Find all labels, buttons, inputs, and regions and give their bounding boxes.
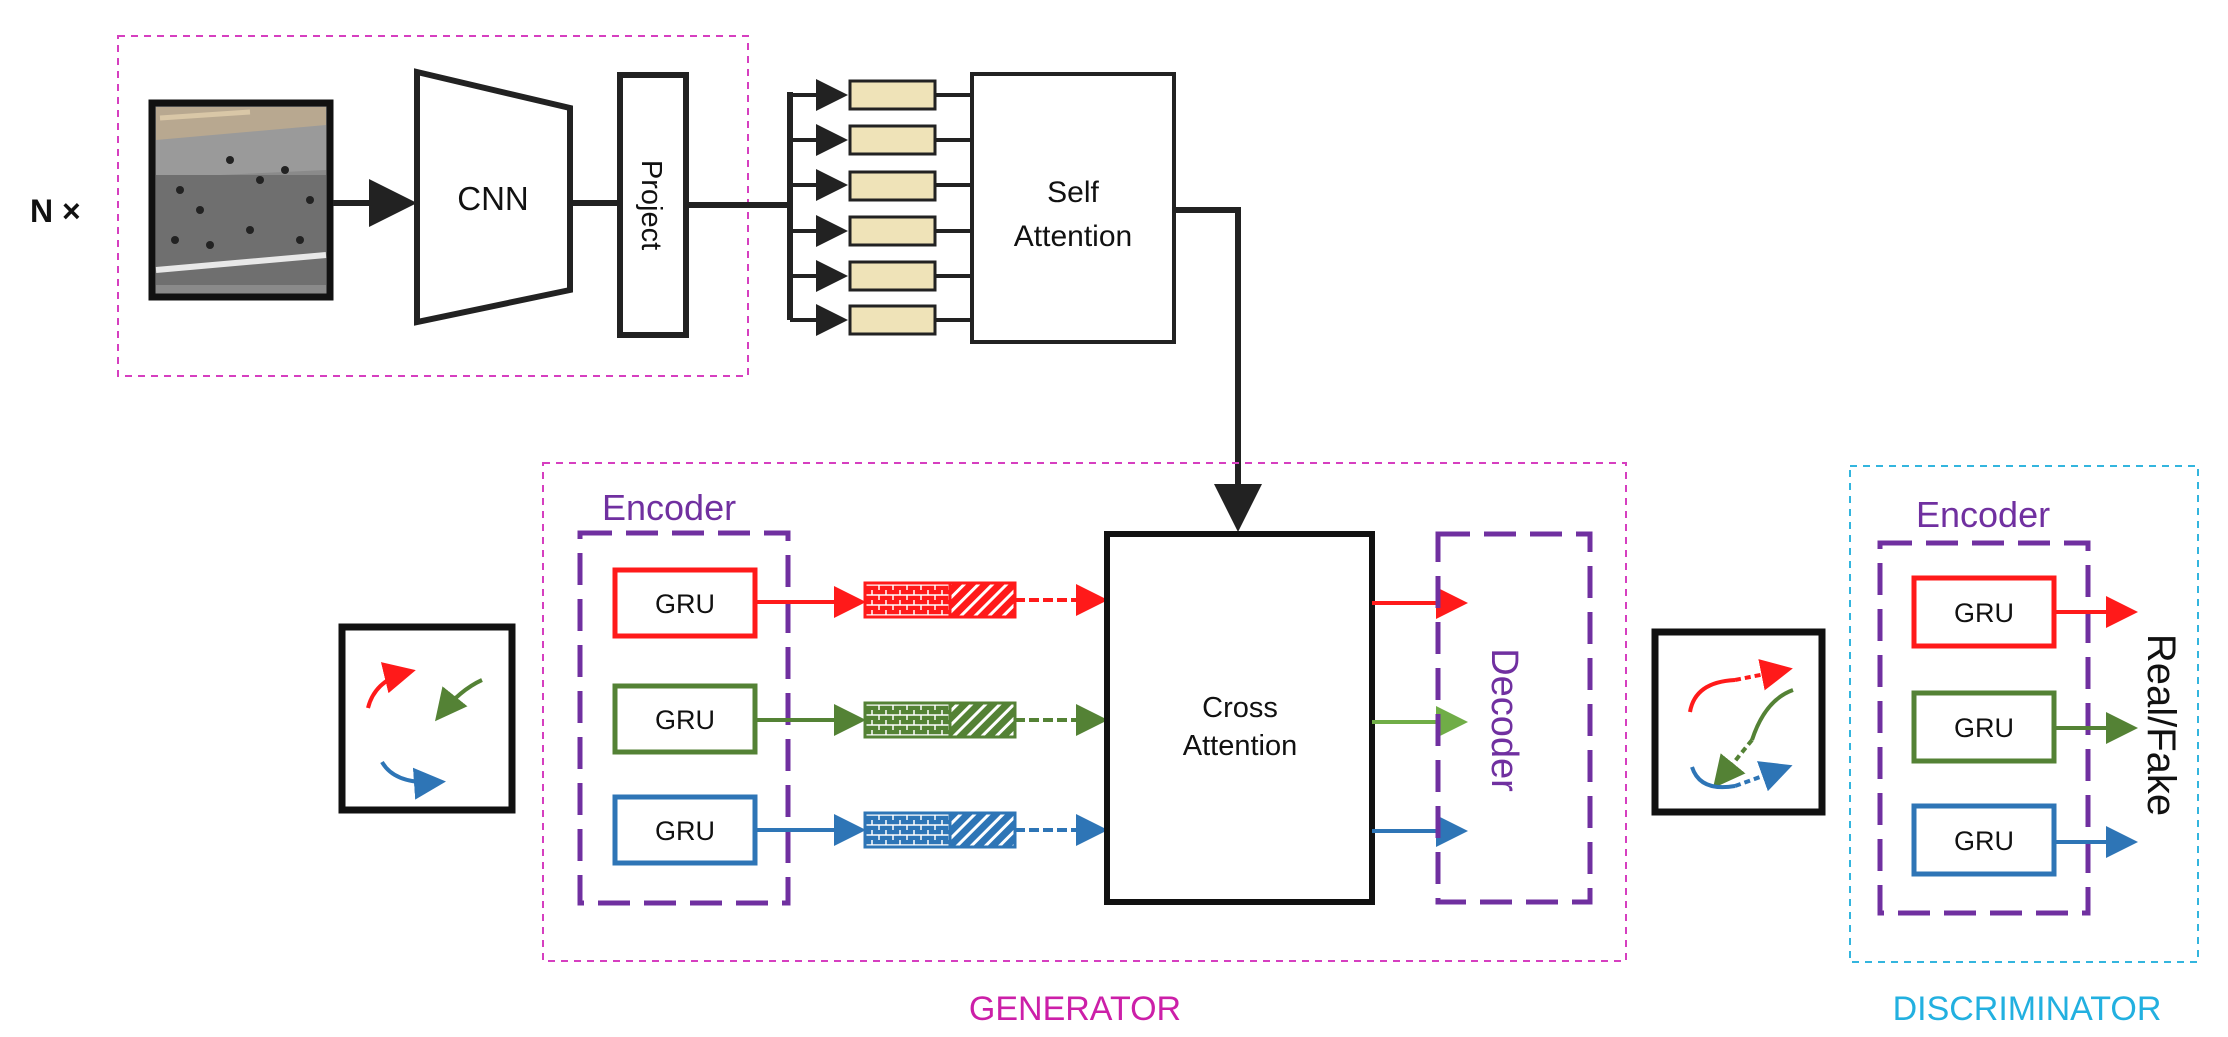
visual-tokens bbox=[848, 79, 937, 336]
n-times-label: N × bbox=[30, 193, 81, 229]
project-block bbox=[617, 72, 689, 338]
predicted-trajectories-icon bbox=[1651, 628, 1826, 816]
gru-blue-label: GRU bbox=[655, 816, 715, 846]
generator-label: GENERATOR bbox=[969, 990, 1181, 1028]
decoder-label: Decoder bbox=[1483, 648, 1525, 792]
visual-token bbox=[848, 260, 937, 292]
discriminator-region bbox=[1849, 465, 2199, 963]
embedding-green bbox=[863, 701, 1017, 739]
past-trajectories-icon bbox=[338, 623, 516, 814]
self-attention-label-line1: Self bbox=[1047, 176, 1099, 209]
cnn-label: CNN bbox=[457, 180, 529, 217]
discriminator-encoder-title: Encoder bbox=[1916, 494, 2050, 535]
visual-token bbox=[848, 79, 937, 111]
real-fake-label: Real/Fake bbox=[2139, 634, 2183, 816]
disc-gru-green-block bbox=[1911, 690, 2057, 764]
gru-green-label: GRU bbox=[655, 705, 715, 735]
token-fan-arrows bbox=[790, 79, 848, 336]
gru-red-label: GRU bbox=[655, 589, 715, 619]
embedding-blue bbox=[863, 811, 1017, 849]
self-to-cross-arrow bbox=[1174, 207, 1262, 532]
gru-red-block bbox=[612, 567, 758, 639]
project-label: Project bbox=[635, 160, 667, 250]
decoder-box bbox=[1435, 531, 1593, 905]
cross-attention-label-line2: Attention bbox=[1183, 730, 1297, 762]
generator-encoder-title: Encoder bbox=[602, 487, 736, 528]
visual-token bbox=[848, 124, 937, 156]
gru-blue-block bbox=[612, 794, 758, 866]
cross-attention-label-line1: Cross bbox=[1202, 692, 1278, 724]
crowd-scene-photo bbox=[148, 99, 334, 301]
disc-gru-red-label: GRU bbox=[1954, 598, 2014, 628]
visual-token bbox=[848, 170, 937, 202]
gru-green-block bbox=[612, 683, 758, 755]
disc-gru-green-label: GRU bbox=[1954, 713, 2014, 743]
visual-token bbox=[848, 215, 937, 247]
token-to-attention-lines bbox=[935, 93, 972, 322]
cross-attention-block bbox=[1104, 531, 1375, 905]
discriminator-label: DISCRIMINATOR bbox=[1893, 990, 2162, 1028]
self-attention-label-line2: Attention bbox=[1014, 220, 1132, 253]
cnn-block bbox=[414, 68, 573, 326]
generator-region bbox=[542, 462, 1627, 962]
visual-token bbox=[848, 304, 937, 336]
embedding-red bbox=[863, 581, 1017, 619]
disc-gru-blue-label: GRU bbox=[1954, 826, 2014, 856]
